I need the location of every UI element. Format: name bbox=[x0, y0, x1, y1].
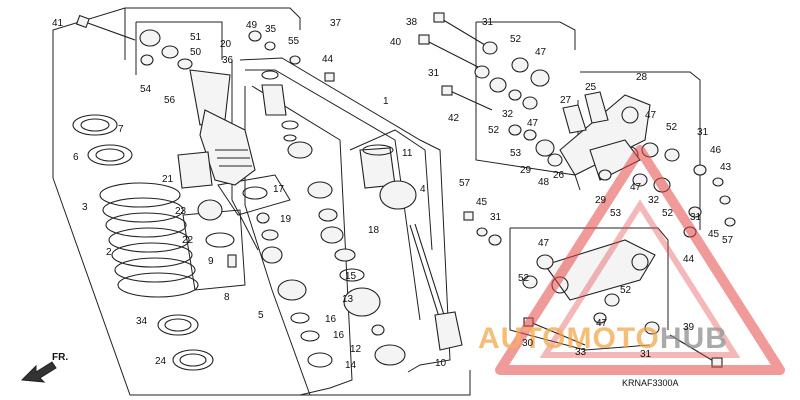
callout-3: 3 bbox=[82, 202, 88, 213]
callout-1: 1 bbox=[383, 96, 389, 107]
callout-56: 56 bbox=[164, 95, 176, 106]
front-arrow-icon bbox=[20, 361, 57, 383]
callout-49: 49 bbox=[246, 20, 258, 31]
callout-32a: 32 bbox=[502, 109, 514, 120]
callout-22: 22 bbox=[182, 235, 194, 246]
callout-21: 21 bbox=[162, 174, 174, 185]
callout-26: 26 bbox=[553, 170, 565, 181]
callout-10: 10 bbox=[435, 358, 447, 369]
callout-55: 55 bbox=[288, 36, 300, 47]
callout-47f: 47 bbox=[596, 318, 608, 329]
callout-57a: 57 bbox=[459, 178, 471, 189]
callout-53a: 53 bbox=[510, 148, 522, 159]
callout-43: 43 bbox=[720, 162, 732, 173]
callout-14: 14 bbox=[345, 360, 357, 371]
callout-16a: 16 bbox=[325, 314, 337, 325]
callout-52a: 52 bbox=[510, 34, 522, 45]
callout-8: 8 bbox=[224, 292, 230, 303]
callout-38: 38 bbox=[406, 17, 418, 28]
callout-31c: 31 bbox=[697, 127, 709, 138]
svg-text:AUTOMOTOHUB: AUTOMOTOHUB bbox=[478, 322, 728, 355]
callout-47a: 47 bbox=[535, 47, 547, 58]
diagram-code: KRNAF3300A bbox=[622, 378, 679, 388]
callout-45b: 45 bbox=[476, 197, 488, 208]
callout-12: 12 bbox=[350, 344, 362, 355]
callout-36: 36 bbox=[222, 55, 234, 66]
watermark-text-1: AUTOMOTO bbox=[478, 322, 660, 355]
callout-44a: 44 bbox=[322, 54, 334, 65]
callout-54: 54 bbox=[140, 84, 152, 95]
callout-4: 4 bbox=[420, 184, 426, 195]
callout-51: 51 bbox=[190, 32, 202, 43]
watermark: AUTOMOTOHUB bbox=[478, 145, 785, 375]
callout-19: 19 bbox=[280, 214, 292, 225]
callout-57b: 57 bbox=[722, 235, 734, 246]
callout-47e: 47 bbox=[538, 238, 550, 249]
callout-28: 28 bbox=[636, 72, 648, 83]
callout-25: 25 bbox=[585, 82, 597, 93]
callout-31d: 31 bbox=[690, 212, 702, 223]
callout-31a: 31 bbox=[482, 17, 494, 28]
callout-35: 35 bbox=[265, 24, 277, 35]
callout-32b: 32 bbox=[648, 195, 660, 206]
callout-13: 13 bbox=[342, 294, 354, 305]
callout-41: 41 bbox=[52, 18, 64, 29]
callout-53b: 53 bbox=[610, 208, 622, 219]
callout-45a: 45 bbox=[708, 229, 720, 240]
callout-17: 17 bbox=[273, 184, 285, 195]
callout-30: 30 bbox=[522, 338, 534, 349]
callout-18: 18 bbox=[368, 225, 380, 236]
callout-37: 37 bbox=[330, 18, 342, 29]
callout-31e: 31 bbox=[490, 212, 502, 223]
callout-52b: 52 bbox=[488, 125, 500, 136]
callout-39: 39 bbox=[683, 322, 695, 333]
callout-7: 7 bbox=[118, 124, 124, 135]
callout-50: 50 bbox=[190, 47, 202, 58]
callout-31b: 31 bbox=[428, 68, 440, 79]
callout-52e: 52 bbox=[518, 273, 530, 284]
callout-52c: 52 bbox=[666, 122, 678, 133]
callout-34: 34 bbox=[136, 316, 148, 327]
callout-52d: 52 bbox=[662, 208, 674, 219]
callout-27: 27 bbox=[560, 95, 572, 106]
callout-44b: 44 bbox=[683, 254, 695, 265]
callout-9: 9 bbox=[208, 256, 214, 267]
callout-31f: 31 bbox=[640, 349, 652, 360]
callout-20: 20 bbox=[220, 39, 232, 50]
front-arrow: FR. bbox=[20, 352, 68, 383]
callout-47d: 47 bbox=[630, 182, 642, 193]
callout-52f: 52 bbox=[620, 285, 632, 296]
callout-16b: 16 bbox=[333, 330, 345, 341]
callout-24: 24 bbox=[155, 356, 167, 367]
front-label: FR. bbox=[52, 352, 68, 363]
callout-29a: 29 bbox=[520, 165, 532, 176]
callout-23: 23 bbox=[175, 206, 187, 217]
watermark-triangle-icon bbox=[495, 145, 785, 375]
callout-2: 2 bbox=[106, 247, 112, 258]
watermark-text-2: HUB bbox=[660, 322, 728, 355]
callout-46: 46 bbox=[710, 145, 722, 156]
callout-29b: 29 bbox=[595, 195, 607, 206]
callout-5: 5 bbox=[258, 310, 264, 321]
callout-6: 6 bbox=[73, 152, 79, 163]
callout-40: 40 bbox=[390, 37, 402, 48]
callout-33: 33 bbox=[575, 347, 587, 358]
callout-15: 15 bbox=[345, 271, 357, 282]
callout-47c: 47 bbox=[645, 110, 657, 121]
callout-47b: 47 bbox=[527, 118, 539, 129]
callout-11: 11 bbox=[402, 148, 413, 159]
callout-42: 42 bbox=[448, 113, 460, 124]
callout-48: 48 bbox=[538, 177, 550, 188]
